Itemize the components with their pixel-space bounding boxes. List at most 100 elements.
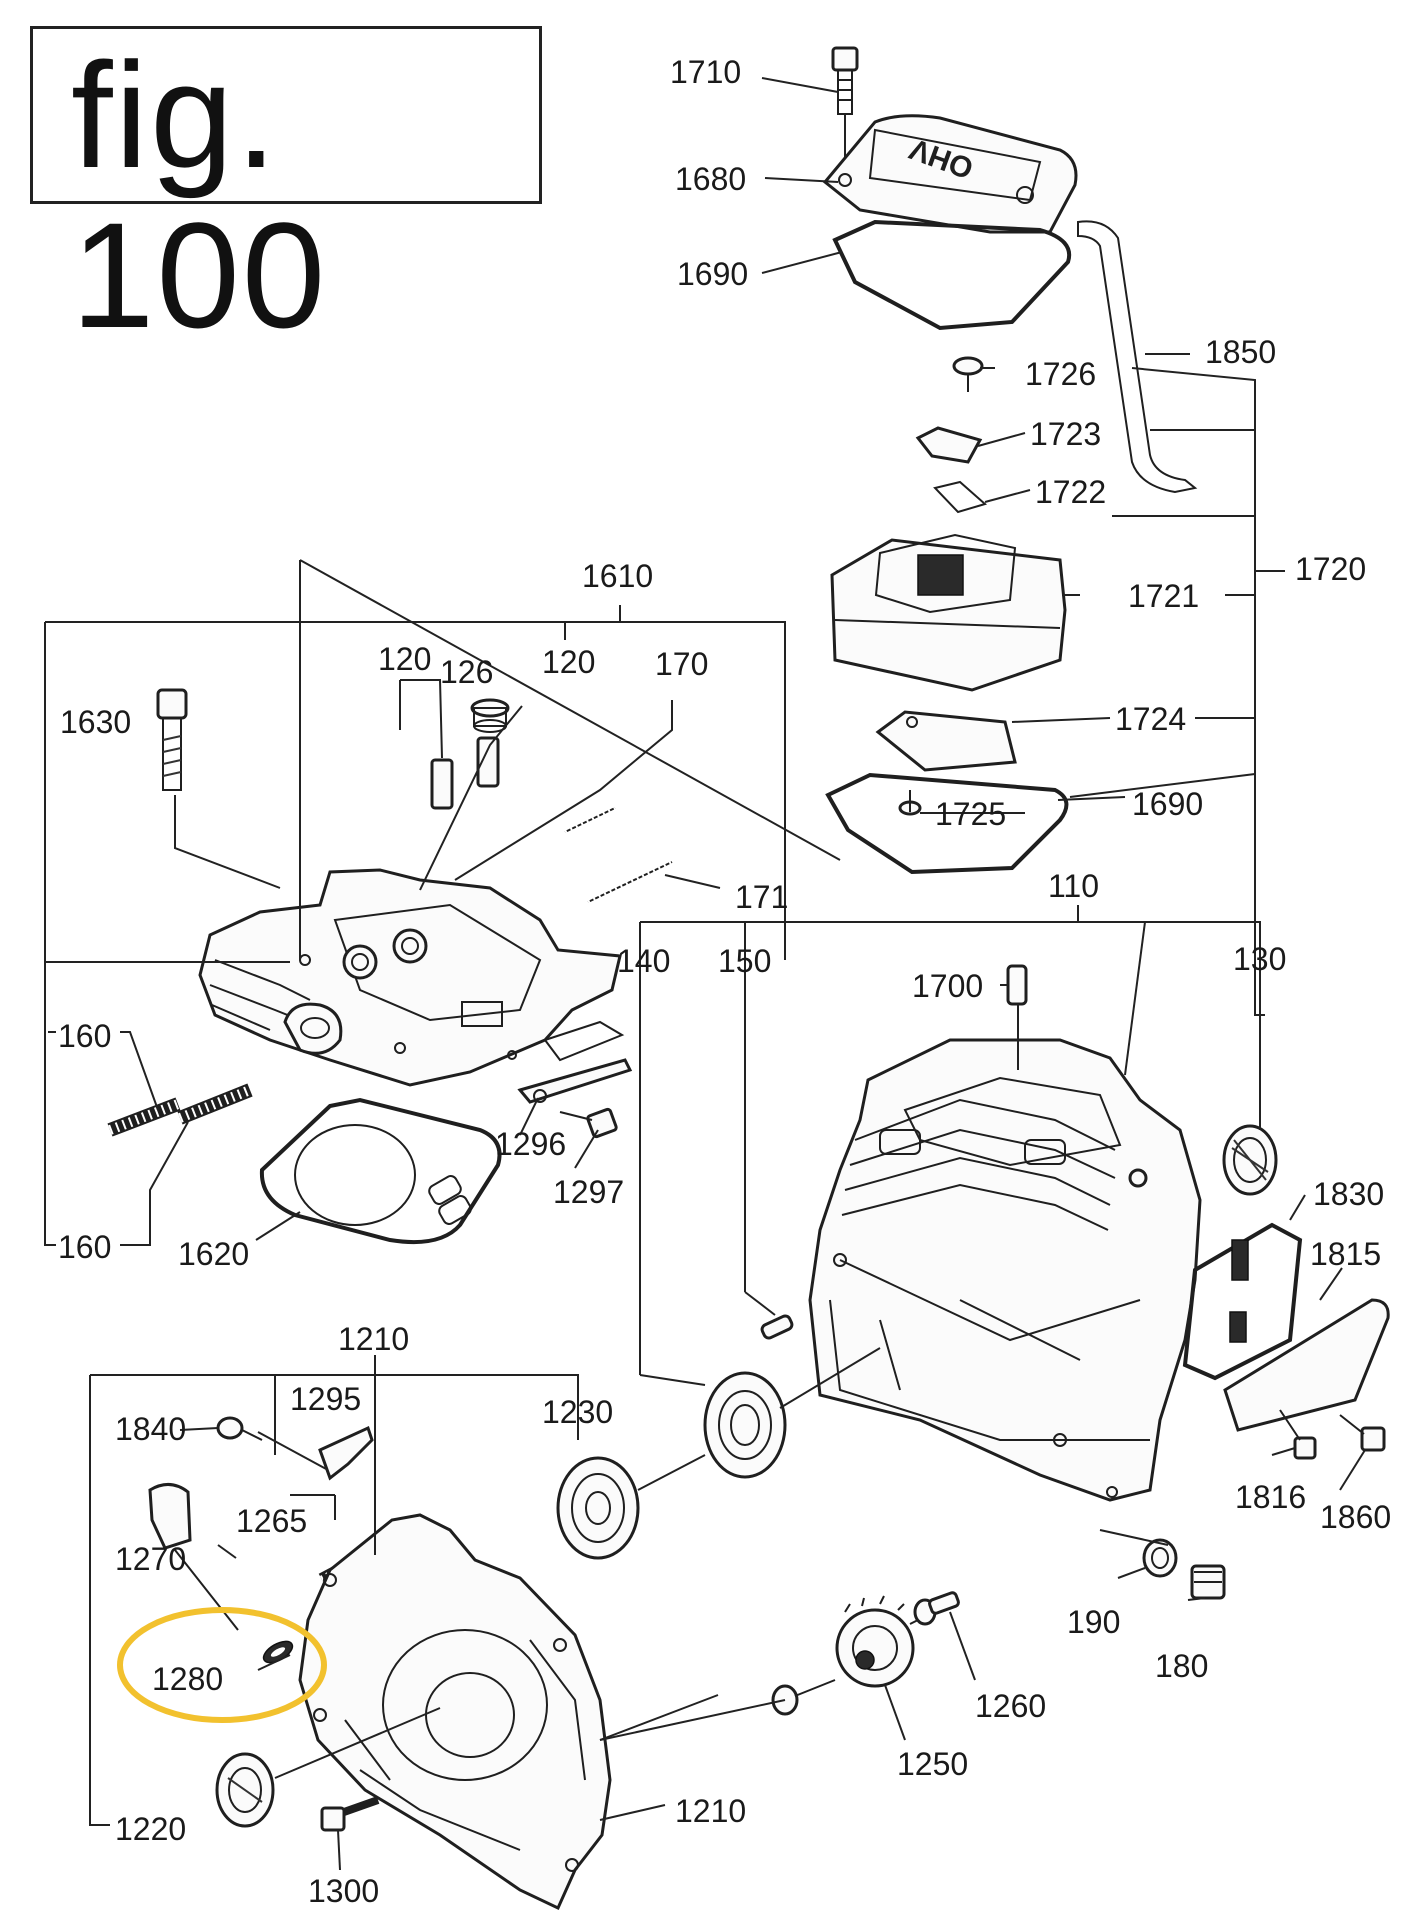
part-171-stud: [586, 859, 674, 905]
crankcase-group: [703, 964, 1390, 1600]
rocker-cover-group: OHV: [822, 46, 1198, 875]
part-1722-reed: [933, 480, 988, 514]
callout-1610: 1610: [582, 558, 653, 594]
callout-1721: 1721: [1128, 578, 1199, 614]
callout-1297: 1297: [553, 1174, 624, 1210]
callout-171: 171: [735, 879, 788, 915]
callout-1220: 1220: [115, 1811, 186, 1847]
callout-1210-bottom: 1210: [675, 1793, 746, 1829]
callout-1680: 1680: [675, 161, 746, 197]
part-1690-gasket-bottom: [825, 772, 1069, 875]
part-1297-bolt: [559, 1107, 618, 1139]
part-1630-bolt: [156, 688, 188, 791]
callout-126: 126: [440, 654, 493, 690]
part-1680-ohv-cover: OHV: [822, 114, 1078, 234]
part-1295-bracket: [318, 1425, 374, 1481]
part-1840-bolt: [216, 1416, 263, 1441]
part-170-stud: [563, 805, 617, 835]
callout-110: 110: [1048, 868, 1099, 904]
part-140-bearing: [703, 1371, 787, 1479]
part-1250-shaft: [771, 1679, 836, 1716]
callout-190: 190: [1067, 1604, 1120, 1640]
callout-1725: 1725: [935, 796, 1006, 832]
part-126-valve-seal: [470, 698, 510, 733]
part-1210-crankcase-cover: [298, 1513, 612, 1911]
callout-1720: 1720: [1295, 551, 1366, 587]
leader-lines: [44, 77, 1366, 1871]
callout-120-right: 120: [542, 644, 595, 680]
callout-150: 150: [718, 943, 771, 979]
part-1280-o-ring: [262, 1640, 294, 1664]
callout-120-left: 120: [378, 641, 431, 677]
part-1723-plate: [915, 426, 983, 464]
callout-labels: 1710 1680 1690 1850 1726 1723 1722 1720 …: [58, 54, 1391, 1909]
callout-160-upper: 160: [58, 1018, 111, 1054]
callout-1620: 1620: [178, 1236, 249, 1272]
part-190-washer: [1142, 1538, 1178, 1578]
figure-title-box: fig. 100: [30, 26, 542, 355]
part-120-valve-guide-right: [476, 736, 500, 788]
part-1830-gasket: [1182, 1222, 1303, 1381]
part-180-drain-plug: [1190, 1564, 1226, 1600]
callout-130: 130: [1233, 941, 1286, 977]
part-1296-bracket: [517, 1058, 633, 1104]
callout-1723: 1723: [1030, 416, 1101, 452]
callout-160-lower: 160: [58, 1229, 111, 1265]
callout-1690-bottom: 1690: [1132, 786, 1203, 822]
callout-170: 170: [655, 646, 708, 682]
part-1300-bolt: [320, 1796, 380, 1832]
part-1270-dipstick: [148, 1483, 239, 1631]
part-1250-governor-gear: [835, 1595, 919, 1688]
cylinder-head-group: [107, 688, 674, 1245]
callout-1300: 1300: [308, 1873, 379, 1909]
callout-1260: 1260: [975, 1688, 1046, 1724]
callout-1710: 1710: [670, 54, 741, 90]
callout-1722: 1722: [1035, 474, 1106, 510]
highlight-circle-1280: [117, 1607, 327, 1723]
part-160-valve-spring-lower: [177, 1083, 253, 1125]
callout-1816: 1816: [1235, 1479, 1306, 1515]
part-110-crankcase: [808, 1038, 1202, 1502]
callout-1690-top: 1690: [677, 256, 748, 292]
callout-1265: 1265: [236, 1503, 307, 1539]
callout-140: 140: [617, 943, 670, 979]
part-1724-gasket-plate: [875, 710, 1017, 772]
callout-1280: 1280: [152, 1661, 223, 1697]
callout-1815: 1815: [1310, 1236, 1381, 1272]
part-130-oil-seal: [1222, 1124, 1278, 1196]
callout-1295: 1295: [290, 1381, 361, 1417]
callout-1296: 1296: [495, 1126, 566, 1162]
callout-180: 180: [1155, 1648, 1208, 1684]
callout-1230: 1230: [542, 1394, 613, 1430]
part-1725-screw: [898, 790, 922, 816]
part-1620-head-gasket: [259, 1097, 502, 1245]
crankcase-cover-group: [148, 1416, 960, 1911]
callout-1726: 1726: [1025, 356, 1096, 392]
callout-1700: 1700: [912, 968, 983, 1004]
callout-1630: 1630: [60, 704, 131, 740]
callout-1830: 1830: [1313, 1176, 1384, 1212]
part-1850-breather-tube: [1077, 220, 1198, 494]
part-1610-cylinder-head: [198, 868, 625, 1087]
callout-1850: 1850: [1205, 334, 1276, 370]
callout-1250: 1250: [897, 1746, 968, 1782]
part-1700-dowel: [1006, 964, 1028, 1006]
part-1815-cover: [1223, 1298, 1390, 1432]
part-120-valve-guide-left: [430, 758, 454, 810]
part-1220-oil-seal: [215, 1752, 275, 1828]
part-150-dowel: [760, 1314, 794, 1340]
callout-1270: 1270: [115, 1541, 186, 1577]
figure-title: fig. 100: [71, 31, 328, 359]
part-1726-screw: [952, 356, 984, 392]
part-160-valve-spring-upper: [107, 1097, 181, 1137]
callout-1724: 1724: [1115, 701, 1186, 737]
callout-1210-top: 1210: [338, 1321, 409, 1357]
part-1230-bearing: [556, 1456, 640, 1560]
part-1721-breather-box: [830, 533, 1067, 692]
part-1710-bolt: [831, 46, 859, 115]
part-1260-sleeve: [913, 1591, 960, 1626]
part-1860-bolt: [1339, 1414, 1386, 1452]
part-1690-gasket-top: [832, 219, 1072, 331]
callout-1860: 1860: [1320, 1499, 1391, 1535]
